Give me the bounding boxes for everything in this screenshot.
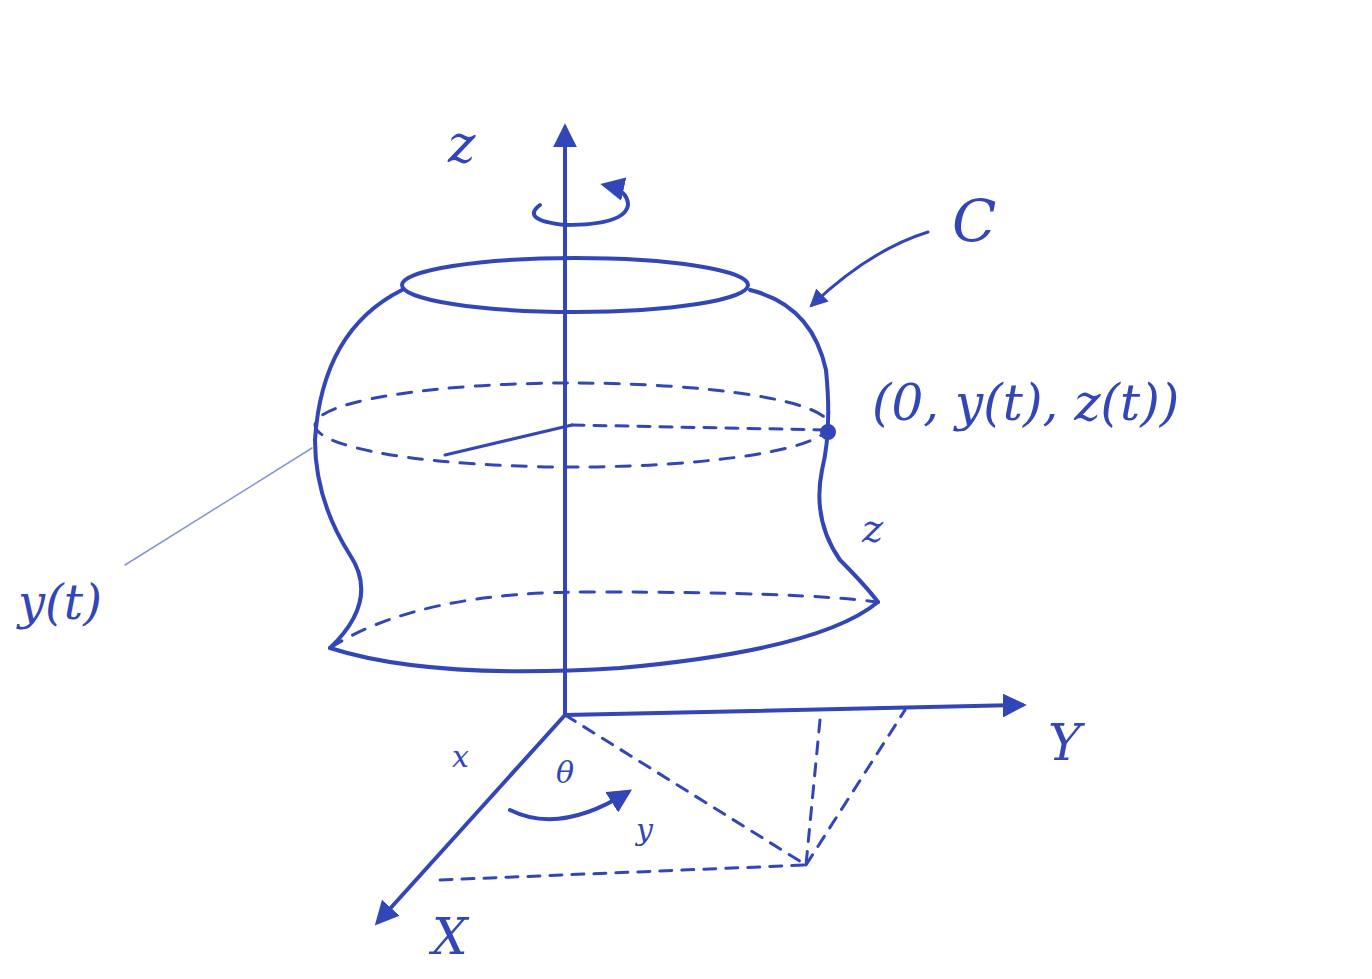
y-axis [565, 705, 1022, 715]
projection-line [565, 715, 806, 865]
angle-arc [510, 792, 628, 819]
projection-line [806, 710, 905, 865]
leader-arrow [812, 232, 928, 305]
axis-label: X [432, 912, 468, 962]
axis-label: z [448, 118, 475, 170]
profile-curve [315, 290, 402, 648]
profile-curve [750, 290, 878, 602]
middle-circle [315, 383, 829, 467]
radius-label: y(t) [18, 578, 102, 626]
projection-line [440, 865, 806, 880]
radius-line [572, 425, 828, 430]
radius-line [445, 425, 572, 455]
coordinate-label: z [862, 508, 883, 548]
top-circle [402, 258, 748, 312]
point-label: (0, y(t), z(t)) [872, 378, 1179, 428]
rotation-arrow [534, 185, 628, 225]
z-axis [563, 128, 567, 715]
angle-label: θ [556, 758, 574, 788]
leader-line [125, 448, 312, 565]
curve-label: C [952, 192, 996, 250]
coordinate-label: y [636, 815, 653, 845]
axis-label: Y [1048, 718, 1081, 768]
bottom-circle-front [330, 602, 878, 671]
coordinate-label: x [452, 742, 469, 772]
projection-line [806, 720, 820, 865]
point-dot [822, 426, 834, 438]
